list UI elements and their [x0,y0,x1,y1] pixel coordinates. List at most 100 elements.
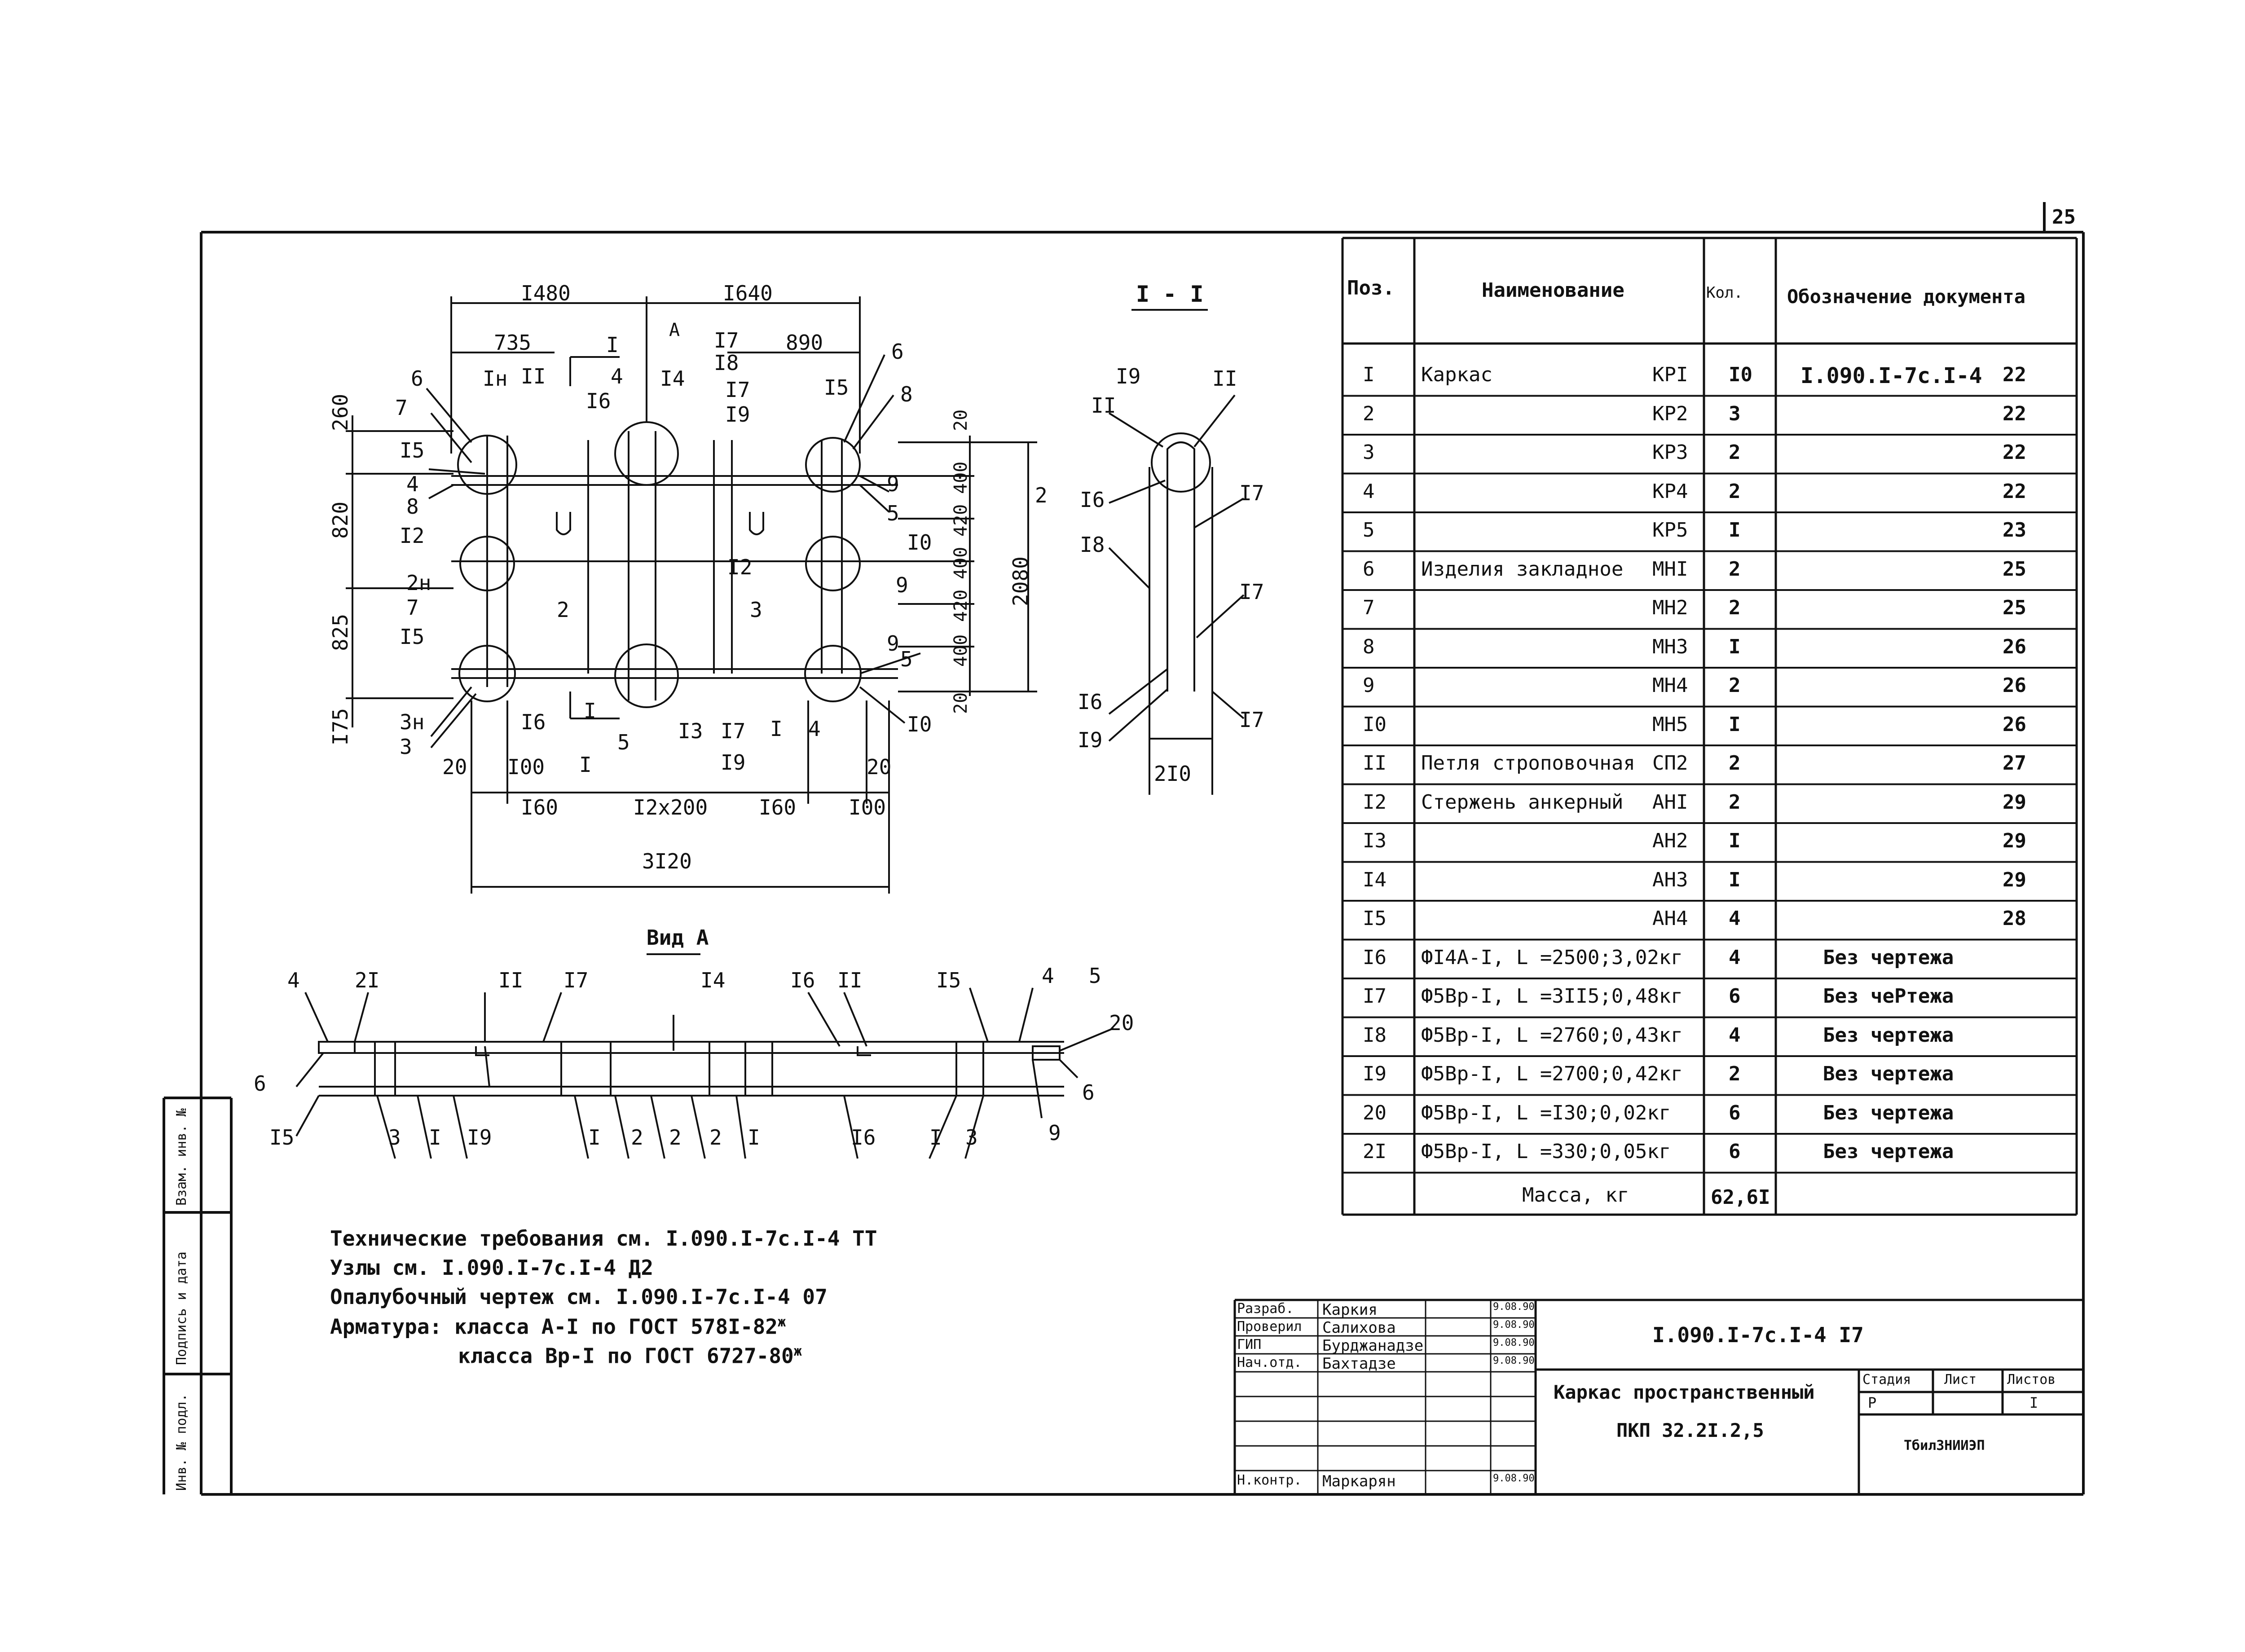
side-callout-9: 9 [1048,1121,1061,1145]
side-callout-1d: I [929,1125,942,1150]
side-callout-4b: 4 [1042,964,1054,988]
spec-row-pos: II [1363,752,1387,775]
callout-14: I4 [660,366,685,391]
callout-16: I6 [586,389,611,413]
spec-row-sheet: 22 [2003,363,2026,386]
spec-row-mark: МН5 [1652,713,1688,736]
spec-row-qty: 2 [1729,674,1741,697]
callout-13-bottom: I3 [678,719,703,743]
note-line-3: Опалубочный чертеж см. I.090.I-7с.I-4 07 [330,1285,828,1309]
callout-3n: 3н [400,710,425,734]
mass-value: 62,6I [1711,1186,1770,1209]
spec-row-sheet: 26 [2003,635,2026,658]
spec-row-name: Ф5Вр-I, L =I30;0,02кг [1421,1101,1671,1124]
section-dim-210: 2I0 [1154,762,1192,786]
spec-row-doc: Без чертежа [1823,946,1954,969]
dim-bottom-3120: 3I20 [642,849,692,873]
spec-row-pos: I9 [1363,1062,1387,1085]
spec-row-mark: АН3 [1652,868,1688,891]
spec-row-sheet: 28 [2003,907,2026,930]
spec-row-qty: 2 [1729,790,1741,814]
note-line-2: Узлы см. I.090.I-7с.I-4 Д2 [330,1256,654,1280]
spec-row-sheet: 23 [2003,519,2026,542]
side-callout-3a: 3 [388,1125,401,1150]
dim-bottom-20a: 20 [442,755,467,779]
spec-row-qty: I [1729,635,1741,658]
callout-12-mid: I2 [727,555,753,579]
organization: ТбилЗНИИЭП [1904,1438,1985,1454]
note-line-4: Арматура: класса А-I по ГОСТ 578I-82ж [330,1314,786,1339]
section-callout-17b: I7 [1239,580,1264,604]
spec-row-sheet: 22 [2003,402,2026,425]
callout-6b: 6 [891,339,904,364]
spec-row-name: Каркас [1421,363,1492,386]
spec-row-qty: 3 [1729,402,1741,425]
spec-row-pos: I6 [1363,946,1387,969]
spec-row-mark: КР3 [1652,441,1688,464]
spec-row-mark: КР4 [1652,480,1688,503]
dim-bottom-12x200: I2х200 [633,795,708,819]
side-callout-2a: 2 [631,1125,643,1150]
titleblock-name: Салихова [1322,1319,1396,1337]
titleblock-name: Бахтадзе [1322,1355,1396,1373]
note-line-1: Технические требования см. I.090.I-7с.I-… [330,1226,877,1251]
spec-row-sheet: 22 [2003,441,2026,464]
spec-row-qty: I [1729,519,1741,542]
spec-row-mark: АН4 [1652,907,1688,930]
spec-row-qty: 2 [1729,752,1741,775]
spec-row-qty: 4 [1729,1023,1741,1047]
spec-row-qty: 2 [1729,1062,1741,1085]
side-callout-16: I6 [790,968,815,992]
section-mark-top: I [606,333,619,357]
section-callout-19b: I9 [1078,728,1103,752]
titleblock-role: Нач.отд. [1237,1355,1302,1370]
dim-right-400a: 400 [951,461,971,494]
dim-left-820: 820 [328,501,352,539]
stamp-sign-date: Подпись и дата [174,1251,189,1365]
spec-row-pos: I3 [1363,829,1387,852]
callout-15-left: I5 [400,438,425,463]
page-number: 25 [2052,206,2076,229]
spec-row-name: Изделия закладное [1421,557,1624,581]
spec-row-doc: Без чертежа [1823,1101,1954,1124]
side-callout-2b: 2 [669,1125,682,1150]
doc-code: I.090.I-7с.I-4 I7 [1652,1323,1864,1347]
section-callout-18: I8 [1080,533,1105,557]
spec-row-mark: МН4 [1652,674,1688,697]
side-callout-1a: I [429,1125,441,1150]
side-callout-16b: I6 [851,1125,876,1150]
callout-1-bottom: I [584,699,596,723]
callout-8-left: 8 [406,494,419,519]
spec-row-name: ФI4А-I, L =2500;3,02кг [1421,946,1683,969]
dim-left-175: I75 [328,708,352,745]
spec-row-pos: 3 [1363,441,1375,464]
titleblock-date: 9.08.90 [1493,1301,1535,1313]
side-view-title: Вид А [647,925,709,950]
dim-bottom-100b: I00 [849,795,886,819]
callout-2-mid: 2 [557,598,569,622]
section-callout-16a: I6 [1080,488,1105,512]
spec-row-pos: 5 [1363,519,1375,542]
spec-row-qty: 6 [1729,1101,1741,1124]
spec-row-doc: I.090.I-7с.I-4 [1800,363,1982,388]
spec-row-mark: СП2 [1652,752,1688,775]
dim-top-1480: I480 [521,281,571,305]
spec-row-qty: I [1729,829,1741,852]
dim-top-735: 735 [494,330,532,355]
callout-18: I8 [714,351,739,375]
title-line-1: Каркас пространственный [1554,1381,1815,1403]
section-callout-17a: I7 [1239,481,1264,505]
callout-7: 7 [395,396,408,420]
spec-row-pos: 9 [1363,674,1375,697]
spec-row-name: Ф5Вр-I, L =2700;0,42кг [1421,1062,1683,1085]
spec-row-name: Ф5Вр-I, L =2760;0,43кг [1421,1023,1683,1047]
dim-bottom-100a: I00 [507,755,545,779]
spec-row-pos: I4 [1363,868,1387,891]
spec-row-name: Петля строповочная [1421,752,1635,775]
side-callout-21: 2I [355,968,380,992]
callout-9a: 9 [887,472,899,496]
side-callout-11b: II [837,968,863,992]
dim-top-890: 890 [786,330,823,355]
titleblock-name: Маркарян [1322,1472,1396,1490]
spec-row-qty: 4 [1729,946,1741,969]
